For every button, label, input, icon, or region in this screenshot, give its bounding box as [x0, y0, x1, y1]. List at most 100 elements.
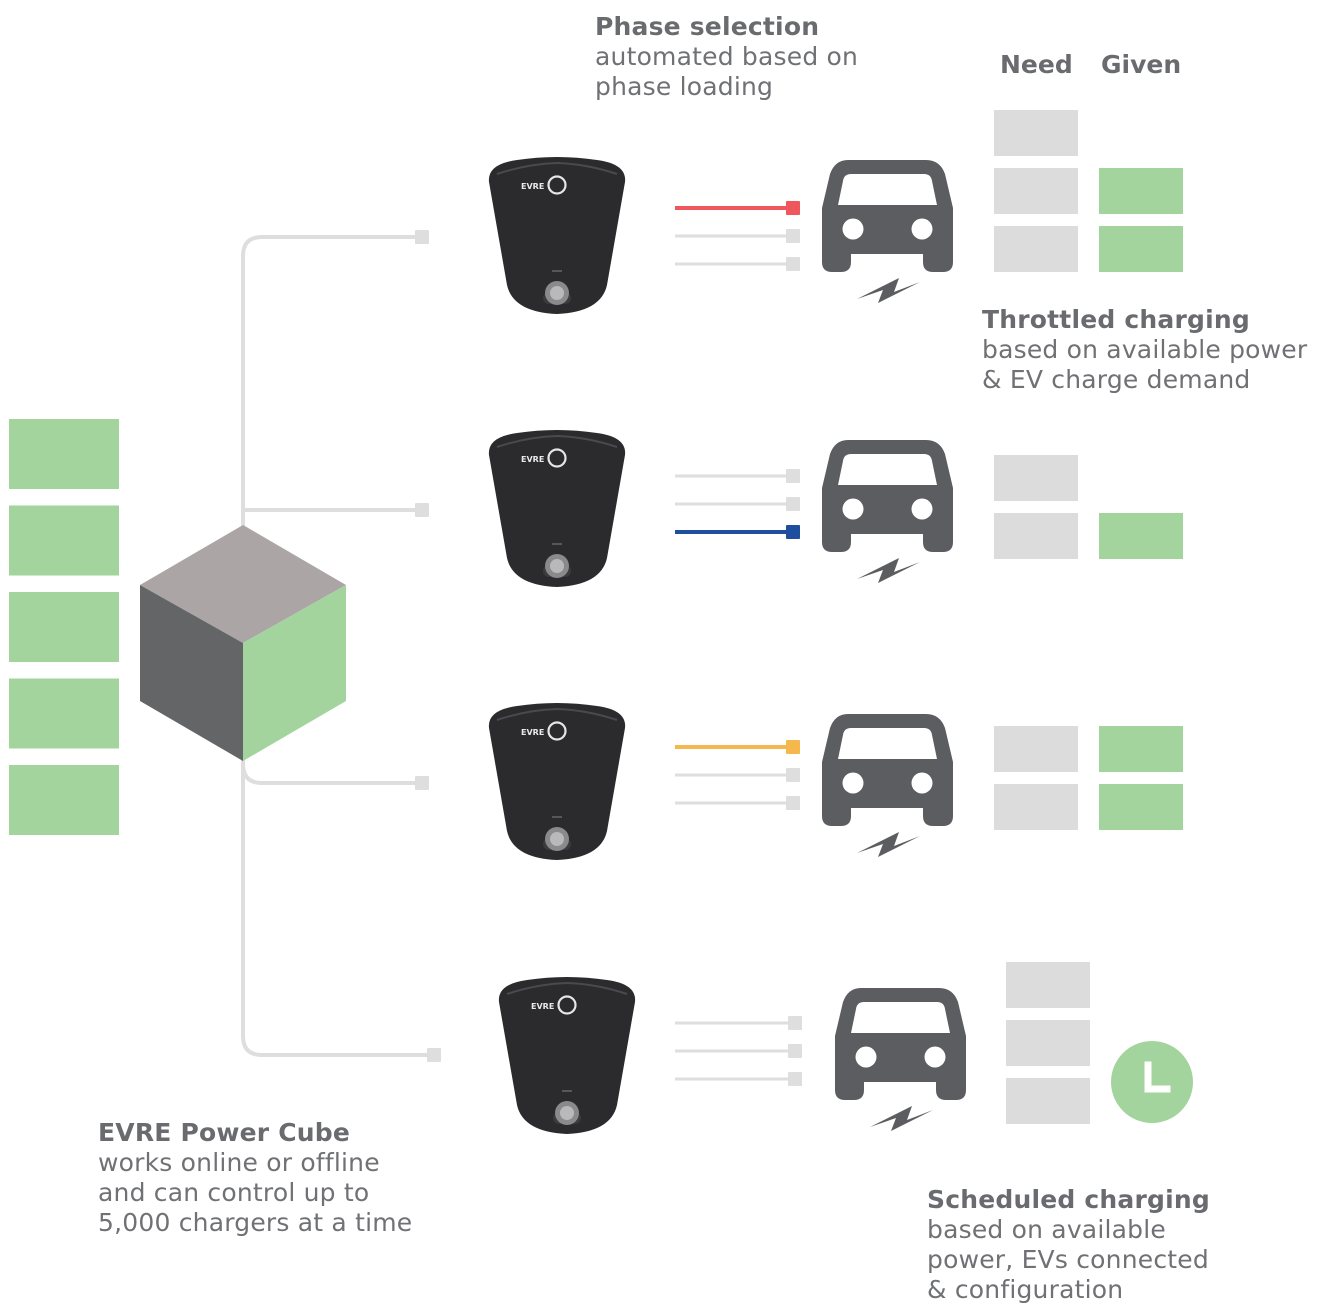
- clock-icon: [1111, 1041, 1193, 1123]
- charger-icon: EVRE: [498, 977, 636, 1134]
- power-cube-line-1: works online or offline: [98, 1148, 380, 1177]
- need-block: [1006, 962, 1090, 1008]
- car-windshield: [838, 728, 937, 759]
- phase-terminal: [788, 1072, 802, 1086]
- lightning-icon: [857, 832, 920, 857]
- given-block: [1099, 226, 1183, 272]
- charger-icon: EVRE: [488, 430, 626, 587]
- throttled-charging-line-2: & EV charge demand: [982, 365, 1251, 394]
- phase-wires: [675, 1016, 802, 1086]
- phase-terminal: [786, 469, 800, 483]
- car-headlight: [842, 498, 864, 520]
- car-headlight: [924, 1046, 946, 1068]
- charger-highlight: [496, 434, 618, 448]
- car-headlight: [911, 498, 933, 520]
- car-windshield: [838, 454, 937, 485]
- phase-terminal: [788, 1044, 802, 1058]
- connector-branch: [241, 762, 417, 785]
- clock-hands: [1144, 1061, 1171, 1093]
- lightning-icon: [870, 1106, 933, 1131]
- scheduled-charging-line-1: based on available: [927, 1215, 1166, 1244]
- phase-terminal: [786, 229, 800, 243]
- phase-terminal-active: [786, 740, 800, 754]
- power-cube-annotation: EVRE Power Cube works online or offline …: [98, 1118, 412, 1238]
- car-windshield: [851, 1002, 950, 1033]
- connector-node: [427, 1048, 441, 1062]
- power-cube-line-2: and can control up to: [98, 1178, 370, 1207]
- need-block: [994, 784, 1078, 830]
- need-header: Need: [1000, 50, 1073, 79]
- given-block: [1099, 513, 1183, 559]
- charger-logo: EVRE: [521, 455, 544, 464]
- need-block: [994, 513, 1078, 559]
- phase-selection-line-1: automated based on: [595, 42, 859, 71]
- need-block: [994, 226, 1078, 272]
- cube-right-face: [243, 585, 346, 761]
- phase-wires: [675, 469, 800, 539]
- power-cube-icon: [140, 525, 346, 761]
- throttled-charging-title: Throttled charging: [982, 305, 1250, 334]
- need-given-blocks: [1006, 962, 1090, 1124]
- phase-terminal: [786, 768, 800, 782]
- car-headlight: [855, 1046, 877, 1068]
- given-header: Given: [1101, 50, 1182, 79]
- cube-top-face: [140, 525, 346, 643]
- power-cube-title: EVRE Power Cube: [98, 1118, 351, 1147]
- car-icon: [835, 988, 966, 1131]
- charger-icon: EVRE: [488, 157, 626, 314]
- charger-highlight: [496, 707, 618, 721]
- lightning-icon: [857, 558, 920, 583]
- scheduled-charging-line-2: power, EVs connected: [927, 1245, 1209, 1274]
- car-headlight: [911, 772, 933, 794]
- charger-socket-inner: [550, 559, 564, 573]
- power-blocks: [9, 419, 119, 835]
- need-block: [994, 110, 1078, 156]
- car-headlight: [842, 772, 864, 794]
- charger-body: [488, 703, 626, 860]
- power-block: [9, 419, 119, 489]
- scheduled-charging-title: Scheduled charging: [927, 1185, 1210, 1214]
- charger-icon: EVRE: [488, 703, 626, 860]
- charger-logo: EVRE: [531, 1002, 554, 1011]
- power-block: [9, 505, 119, 576]
- need-block: [1006, 1020, 1090, 1066]
- phase-terminal: [788, 1016, 802, 1030]
- power-cube-line-3: 5,000 chargers at a time: [98, 1208, 413, 1237]
- phase-wires: [675, 201, 800, 271]
- given-block: [1099, 168, 1183, 214]
- connector-node: [415, 503, 429, 517]
- need-given-blocks: [994, 455, 1183, 559]
- need-block: [994, 455, 1078, 501]
- car-windshield: [838, 174, 937, 205]
- car-icon: [822, 440, 953, 583]
- charger-ring: [547, 448, 567, 468]
- phase-terminal: [786, 796, 800, 810]
- need-block: [994, 726, 1078, 772]
- car-icon: [822, 714, 953, 857]
- scheduled-charging-line-3: & configuration: [927, 1275, 1124, 1304]
- throttled-charging-annotation: Throttled charging based on available po…: [982, 305, 1307, 395]
- scheduled-charging-annotation: Scheduled charging based on available po…: [927, 1185, 1210, 1305]
- phase-selection-title: Phase selection: [595, 12, 820, 41]
- given-block: [1099, 784, 1183, 830]
- phase-wires: [675, 740, 800, 810]
- charger-body: [488, 430, 626, 587]
- charger-socket-inner: [560, 1106, 574, 1120]
- need-block: [994, 168, 1078, 214]
- charger-ring: [557, 995, 577, 1015]
- power-block: [9, 592, 119, 662]
- lightning-icon: [857, 278, 920, 303]
- phase-terminal-active: [786, 201, 800, 215]
- charger-socket-inner: [550, 286, 564, 300]
- throttled-charging-line-1: based on available power: [982, 335, 1308, 364]
- phase-terminal: [786, 257, 800, 271]
- cube-left-face: [140, 585, 243, 761]
- connector-node: [415, 776, 429, 790]
- phase-selection-line-2: phase loading: [595, 72, 774, 101]
- charger-ring: [547, 175, 567, 195]
- car-headlight: [842, 218, 864, 240]
- car-headlight: [911, 218, 933, 240]
- charger-logo: EVRE: [521, 182, 544, 191]
- charger-socket-inner: [550, 832, 564, 846]
